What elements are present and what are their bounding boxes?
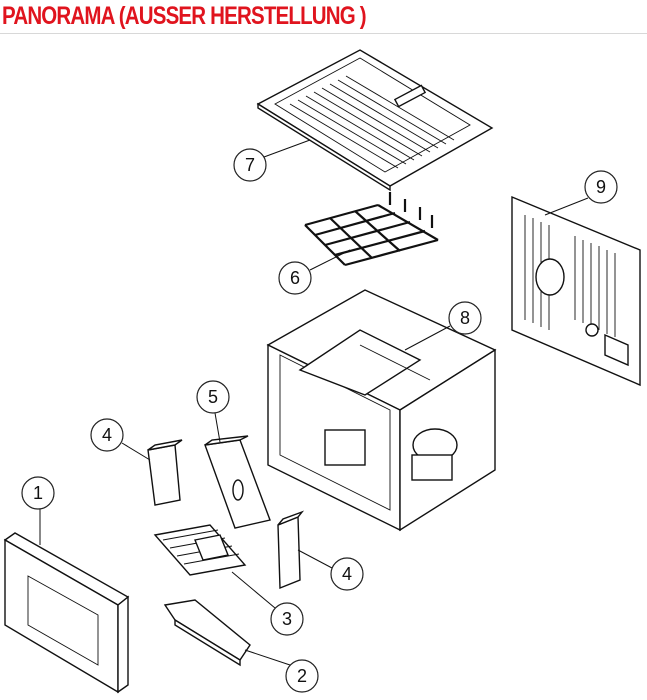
part-7-top-grille [256, 49, 494, 192]
callout-number: 2 [297, 666, 307, 686]
callout-7: 7 [233, 148, 267, 182]
callout-1: 1 [21, 476, 55, 510]
callout-number: 5 [208, 387, 218, 407]
callout-number: 9 [596, 177, 606, 197]
part-6-grate [304, 192, 439, 267]
callout-5: 5 [196, 380, 230, 414]
callout-number: 4 [102, 425, 112, 445]
part-1-front-door [3, 532, 130, 694]
callout-4-right: 4 [330, 557, 364, 591]
callout-number: 7 [245, 155, 255, 175]
part-4-right-brick [277, 510, 305, 590]
callout-6: 6 [278, 261, 312, 295]
page-title: PANORAMA (AUSSER HERSTELLUNG ) [2, 2, 367, 30]
part-3-burner [153, 524, 247, 576]
part-4-left-brick [147, 439, 183, 506]
leader-lines [39, 139, 589, 666]
callout-number: 3 [282, 609, 292, 629]
callout-8: 8 [448, 301, 482, 335]
callout-number: 8 [460, 308, 470, 328]
part-5-baffle [204, 435, 271, 529]
callout-4-left: 4 [90, 418, 124, 452]
callout-9: 9 [584, 170, 618, 204]
callout-number: 4 [342, 564, 352, 584]
part-9-back-panel [511, 195, 641, 387]
callout-3: 3 [270, 602, 304, 636]
title-divider [0, 33, 647, 34]
part-8-main-body [266, 289, 497, 532]
part-2-ash-tray [163, 599, 251, 667]
callout-number: 6 [290, 268, 300, 288]
callout-2: 2 [285, 659, 319, 693]
callout-number: 1 [33, 483, 43, 503]
